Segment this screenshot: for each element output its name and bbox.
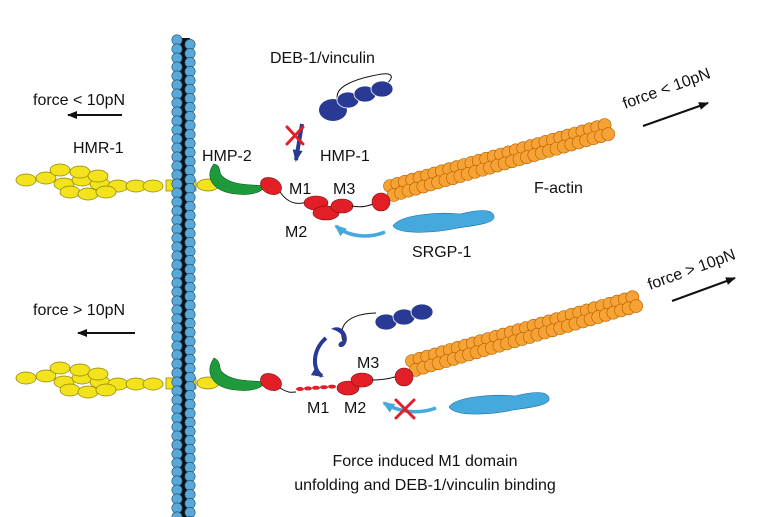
m1-label-bottom: M1 <box>307 400 329 417</box>
actin-bead <box>601 127 616 141</box>
f-actin-label: F-actin <box>534 180 583 197</box>
hmr-1-chains <box>15 163 220 399</box>
hmp-1-m3-domain <box>350 372 374 388</box>
srgp-1-body <box>392 210 495 233</box>
hmr-1-bead <box>95 185 117 199</box>
membrane-bead <box>184 507 196 517</box>
complex-proteins <box>209 163 414 396</box>
force-label-bottom-left: force > 10pN <box>33 302 125 319</box>
hmr-1-bead <box>59 185 81 199</box>
hmp-1-m1-unfolded <box>328 384 336 389</box>
hmp-1-domain <box>260 373 282 391</box>
force-arrows <box>67 102 736 337</box>
hmr-1-bead <box>142 377 164 391</box>
deb-1-bead <box>370 80 394 98</box>
deb-1-head-bottom <box>331 327 347 348</box>
hmr-1-bead <box>15 173 37 187</box>
red-x-icon <box>285 125 305 146</box>
hmp-1-linker <box>371 375 399 381</box>
srgp-1-binding-arrow-bottom <box>382 401 437 414</box>
hmr-1-bead <box>69 165 91 179</box>
hmr-1-bead <box>77 385 99 399</box>
m2-label-bottom: M2 <box>344 400 366 417</box>
force-label-top-left: force < 10pN <box>33 92 125 109</box>
m3-label-top: M3 <box>333 181 355 198</box>
hmr-1-bead <box>95 383 117 397</box>
force-arrow-top-right <box>642 102 709 127</box>
srgp-1-body <box>448 392 550 415</box>
hmr-1-bead <box>15 371 37 385</box>
force-label-bottom-right: force > 10pN <box>646 246 738 293</box>
hmp-1-label: HMP-1 <box>320 148 370 165</box>
actin-bead <box>629 299 644 313</box>
hmr-1-bead <box>35 171 57 185</box>
hmp-2-protein <box>209 163 265 195</box>
caption-line-2: unfolding and DEB-1/vinculin binding <box>294 477 556 494</box>
hmp-1-m1-unfolded <box>296 387 304 391</box>
deb-1-bead <box>410 303 434 321</box>
hmp-1-abd <box>371 192 391 212</box>
srgp-1-bottom <box>382 392 550 420</box>
hmp-1-m1-unfolded <box>320 385 328 390</box>
membrane <box>171 34 196 517</box>
deb-1-tail-bottom <box>341 312 377 342</box>
hmp-1-linker <box>279 387 297 393</box>
f-actin-filaments <box>383 118 644 377</box>
hmp-1-domain <box>260 177 282 195</box>
hmr-1-bead <box>77 187 99 201</box>
deb-1-vinculin-label: DEB-1/vinculin <box>270 50 375 67</box>
m3-label-bottom: M3 <box>357 355 379 372</box>
srgp-1-top <box>334 210 495 238</box>
hmp-2-label: HMP-2 <box>202 148 252 165</box>
hmr-1-bead <box>87 169 109 183</box>
hmr-1-bead <box>69 363 91 377</box>
deb-1-binding-arrow-bottom <box>310 336 328 378</box>
hmr-1-bead <box>49 163 71 177</box>
red-x-icon <box>394 398 416 420</box>
hmp-1-m1-unfolded <box>312 385 320 390</box>
hmp-1-m1-unfolded <box>304 386 312 391</box>
m2-label-top: M2 <box>285 224 307 241</box>
hmr-1-bead <box>142 179 164 193</box>
srgp-1-label: SRGP-1 <box>412 244 472 261</box>
m1-label-top: M1 <box>289 181 311 198</box>
hmr-1-bead <box>49 361 71 375</box>
hmr-1-label: HMR-1 <box>73 140 124 157</box>
force-arrow-bottom-right <box>671 277 736 302</box>
srgp-1-binding-arrow-top <box>334 224 386 238</box>
hmr-1-bead <box>59 383 81 397</box>
deb-1-vinculin-bottom <box>310 303 434 378</box>
hmp-1-abd <box>394 367 414 387</box>
caption-line-1: Force induced M1 domain <box>333 453 518 470</box>
hmr-1-bead <box>35 369 57 383</box>
hmp-1-m3-domain <box>330 198 354 214</box>
hmr-1-bead <box>87 367 109 381</box>
deb-1-vinculin-top <box>285 73 394 162</box>
